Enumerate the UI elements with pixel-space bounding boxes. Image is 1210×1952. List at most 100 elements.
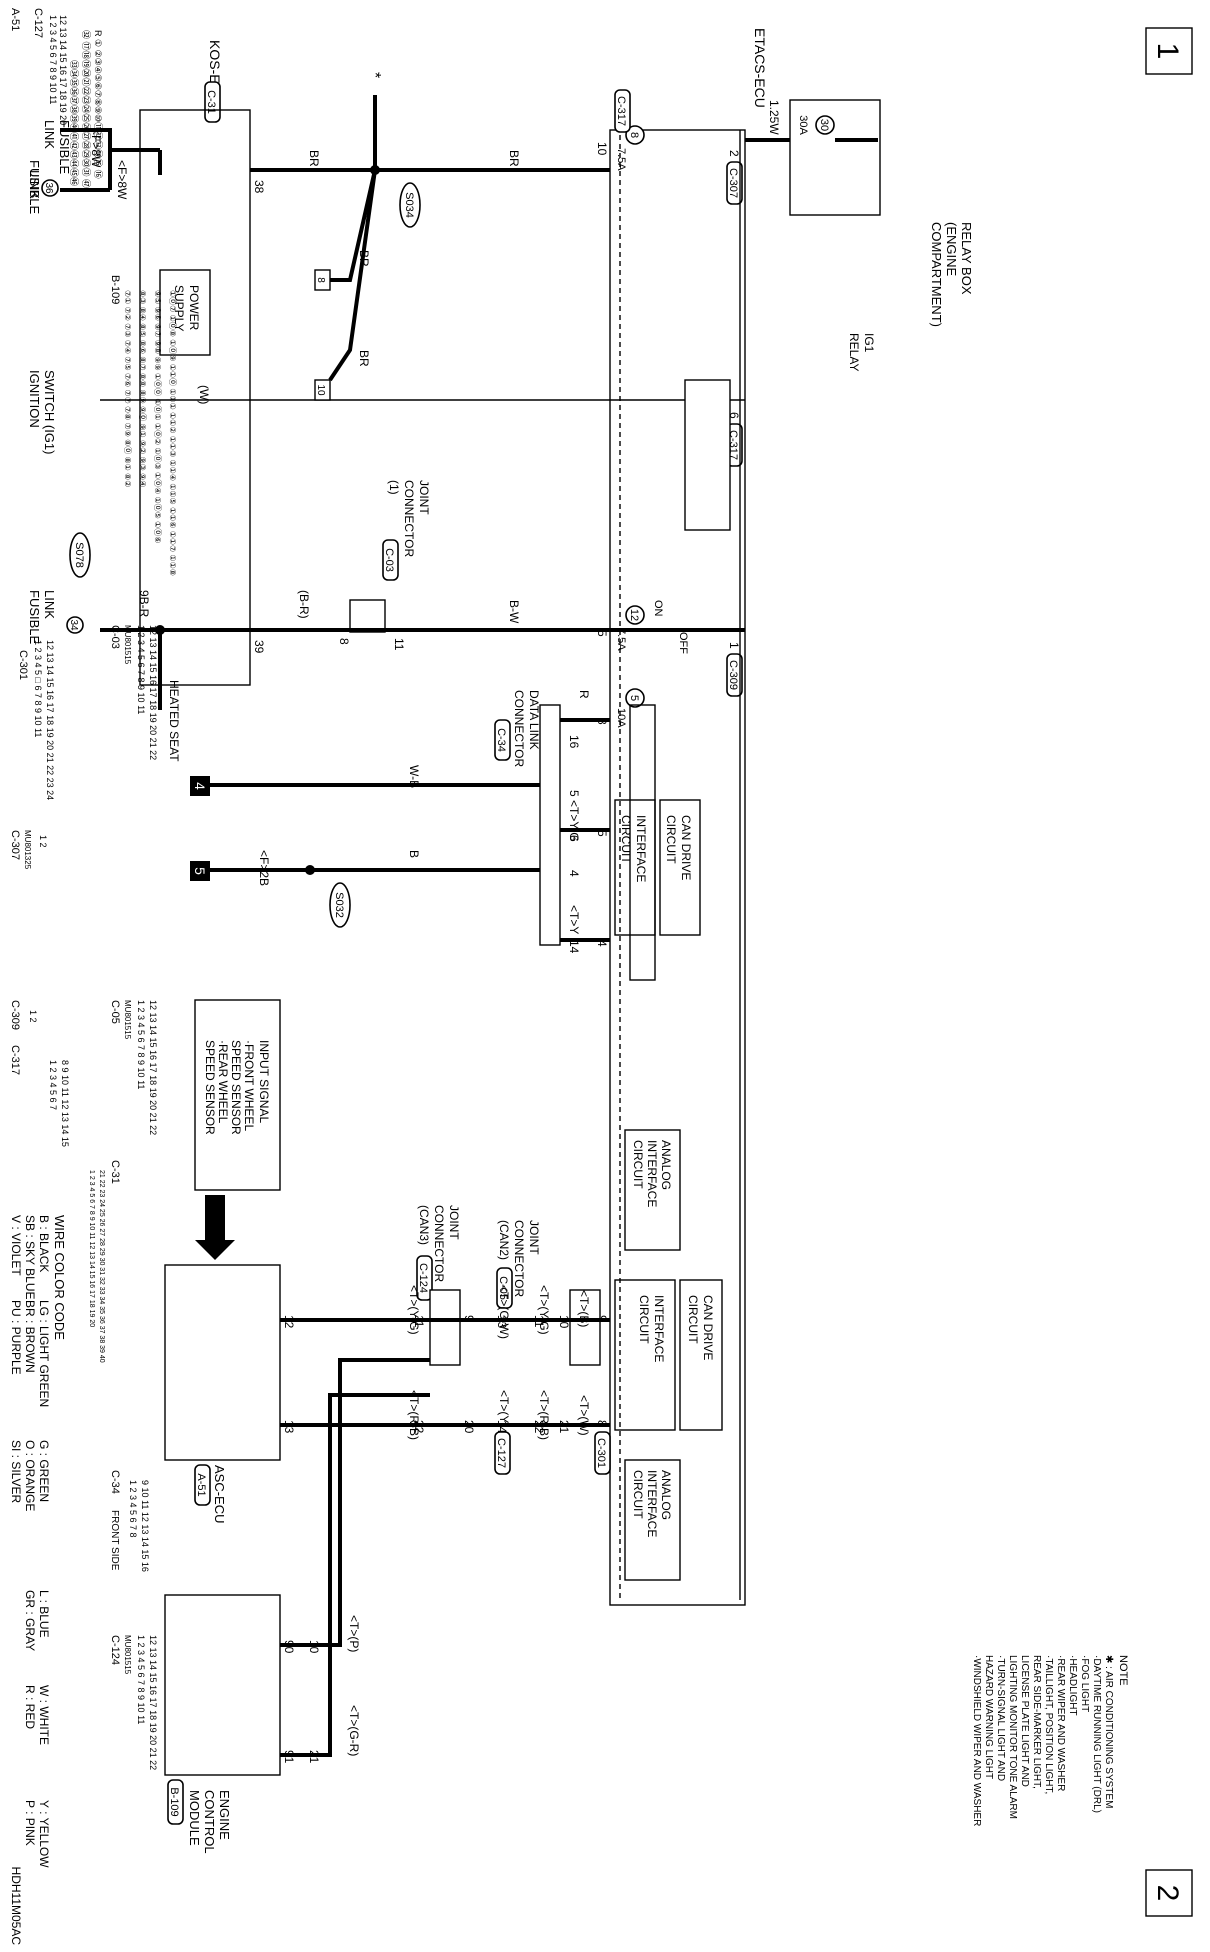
relay-box — [789, 99, 881, 216]
cv-c301-r2: 12 13 14 15 16 17 18 19 20 21 22 23 24 — [45, 640, 55, 800]
pin-dlc-6: 6 — [567, 835, 581, 842]
cv-b109-r4: ①⓪⑦ ①⓪⑧ ①⓪⑨ ①①⓪ ①①① ①①② ①①③ ①①④ ①①⑤ ①①⑥ … — [168, 290, 177, 576]
cv-c03-r2: 12 13 14 15 16 17 18 19 20 21 22 — [148, 625, 158, 760]
cv-c301-tag: C-301 — [17, 650, 29, 680]
w-ty: <T>Y — [567, 905, 581, 934]
cv-c127-r1: 1 2 3 4 5 6 7 8 9 10 11 — [48, 15, 58, 104]
w-9br: 9B-R — [137, 590, 151, 618]
ecm-conn-text: B-109 — [168, 1787, 180, 1816]
jc3-l2: CONNECTOR — [432, 1205, 446, 1282]
pin-dlc-14: 14 — [567, 940, 581, 954]
w-r: R — [577, 690, 591, 699]
pin-dlc-4: 4 — [567, 870, 581, 877]
cv-b109-r3: ⑨⑤ ⑨⑥ ⑨⑦ ⑨⑧ ⑨⑨ ①⓪⓪ ①⓪① ①⓪② ①⓪③ ①⓪④ ①⓪⑤ ①… — [153, 290, 162, 543]
cv-c34-r1: 1 2 3 4 5 6 7 8 — [128, 1480, 138, 1538]
input-signal-l1: INPUT SIGNAL — [257, 1040, 271, 1123]
asc-ecu-box — [164, 1264, 281, 1461]
note: NOTE ✱ : AIR CONDITIONING SYSTEM ·DAYTIM… — [971, 1655, 1129, 1826]
fuse-8-num: 8 — [628, 132, 640, 138]
wire-fl36-a — [60, 128, 112, 190]
cv-c127-tag: C-127 — [32, 8, 44, 38]
cv-c124-tag: C-124 — [109, 1635, 121, 1665]
wire-ecm-h — [280, 1358, 430, 1647]
conn-c307-tag — [726, 161, 743, 205]
ref-8: 8 — [315, 277, 326, 283]
switch-off: OFF — [677, 632, 689, 654]
fusible-link-36-label: FUSIBLE — [57, 120, 72, 175]
note-l7: REAR SIDE-MARKER LIGHT, — [1031, 1655, 1042, 1789]
note-l11: HAZARD WARNING LIGHT — [983, 1655, 994, 1779]
wire-br-8 — [330, 169, 377, 282]
cv-c31-r1: 1 2 3 4 5 6 7 8 9 10 11 12 13 14 15 16 1… — [88, 1170, 95, 1327]
jc2-l3: (CAN2) — [497, 1220, 511, 1260]
cv-c317-r2: 8 9 10 11 12 13 14 15 — [60, 1060, 70, 1147]
dlc-box — [629, 704, 656, 981]
w-tyg3: <T>(Y-G) — [407, 1285, 421, 1335]
wcc-r1-c2: LG : LIGHT GREEN — [37, 1300, 51, 1407]
interface-2-l2: CIRCUIT — [637, 1295, 651, 1344]
w-trb: <T>(R-B) — [537, 1390, 551, 1440]
fuse-12-num: 12 — [628, 609, 640, 621]
dlc-l1: DATA LINK — [527, 690, 541, 750]
wcc-r2-c4: GR : GRAY — [23, 1590, 37, 1651]
analog-1-l2: INTERFACE — [645, 1140, 659, 1207]
input-signal-l5: SPEED SENSOR — [203, 1040, 217, 1135]
analog-1-l1: ANALOG — [659, 1140, 673, 1190]
note-l4: ·HEADLIGHT — [1067, 1655, 1078, 1716]
fusible-link-34-num-circle — [66, 616, 84, 634]
splice-s078-text: S078 — [73, 542, 85, 568]
wcc-r1-c6: Y : YELLOW — [37, 1800, 51, 1868]
fuse-5-num: 5 — [628, 695, 640, 701]
ground-ref-4-box — [190, 776, 210, 796]
c127-tag-text: C-127 — [495, 1438, 507, 1468]
w-bw: B-W — [507, 600, 521, 624]
splice-s032 — [329, 882, 351, 928]
dlc-conn — [494, 719, 511, 761]
fusible-link-36-l2: LINK — [27, 170, 42, 199]
ecm-box — [164, 1594, 281, 1776]
wcc-r3-c2: PU : PURPLE — [9, 1300, 23, 1375]
input-signal-l4: ·REAR WHEEL — [216, 1040, 230, 1124]
ecm-l1: ENGINE — [217, 1790, 232, 1840]
w-tgw: <T>(G-W) — [497, 1285, 511, 1339]
w-br-kos: (B-R) — [297, 590, 311, 619]
fl36-code-a: <F>8W — [89, 128, 103, 168]
note-l2: ·DAYTIME RUNNING LIGHT (DRL) — [1091, 1655, 1102, 1813]
w-br-10: BR — [357, 350, 371, 367]
cv-a51-r1: R ① ②③④⑤⑥⑦⑧⑨⑩⑪⑫⑬⑭⑮ ⑯ — [93, 30, 103, 179]
cv-c05-tag: C-05 — [109, 1000, 121, 1024]
input-signal-l2: ·FRONT WHEEL — [242, 1040, 256, 1131]
wire-br-10 — [328, 169, 377, 382]
pin-etacs-4: 4 — [595, 940, 609, 947]
interface-1-l1: INTERFACE — [634, 815, 648, 882]
note-l5: ·REAR WIPER AND WASHER — [1055, 1655, 1066, 1791]
fuse-30-num: 30 — [818, 119, 830, 131]
wcc-r1-c3: G : GREEN — [37, 1440, 51, 1502]
ig1-relay-l1: IG1 — [862, 333, 876, 353]
cv-c124-r2: 12 13 14 15 16 17 18 19 20 21 22 — [148, 1635, 158, 1770]
fusible-link-36-label2: LINK — [42, 120, 57, 149]
cv-c31-r2: 21 22 23 24 25 26 27 28 29 30 31 32 33 3… — [98, 1170, 105, 1363]
relay-box-l2: (ENGINE — [944, 222, 959, 277]
w-br-main: BR — [507, 150, 521, 167]
pin-etacs-10: 10 — [595, 142, 609, 156]
jc1-l3: (1) — [387, 480, 401, 495]
ig1-relay-l2: RELAY — [847, 333, 861, 371]
switch-on: ON — [652, 600, 664, 617]
ecm-l3: MODULE — [187, 1790, 202, 1846]
wcc-title: WIRE COLOR CODE — [52, 1215, 67, 1340]
w-tgr: <T>(G-R) — [347, 1705, 361, 1756]
wcc-r2-c2: BR : BROWN — [23, 1300, 37, 1373]
conn-c301-tag-text: C-301 — [595, 1438, 607, 1468]
analog-1-l3: CIRCUIT — [631, 1140, 645, 1189]
jc2-l2: CONNECTOR — [512, 1220, 526, 1297]
can-drive-circuit-2 — [679, 1279, 723, 1431]
cv-b109-r1: ⑦① ⑦② ⑦③ ⑦④ ⑦⑤ ⑦⑥ ⑦⑦ ⑦⑧ ⑦⑨ ⑧⓪ ⑧① ⑧② — [123, 290, 132, 487]
power-supply-box — [159, 269, 211, 356]
power-supply-l1: POWER — [187, 285, 201, 331]
jc3-l3: (CAN3) — [417, 1205, 431, 1245]
jc2-l1: JOINT — [527, 1220, 541, 1255]
joint-connector-1-box — [349, 599, 386, 633]
wcc-r3-c3: SI : SILVER — [9, 1440, 23, 1503]
note-l10: ·TURN-SIGNAL LIGHT AND — [995, 1655, 1006, 1781]
